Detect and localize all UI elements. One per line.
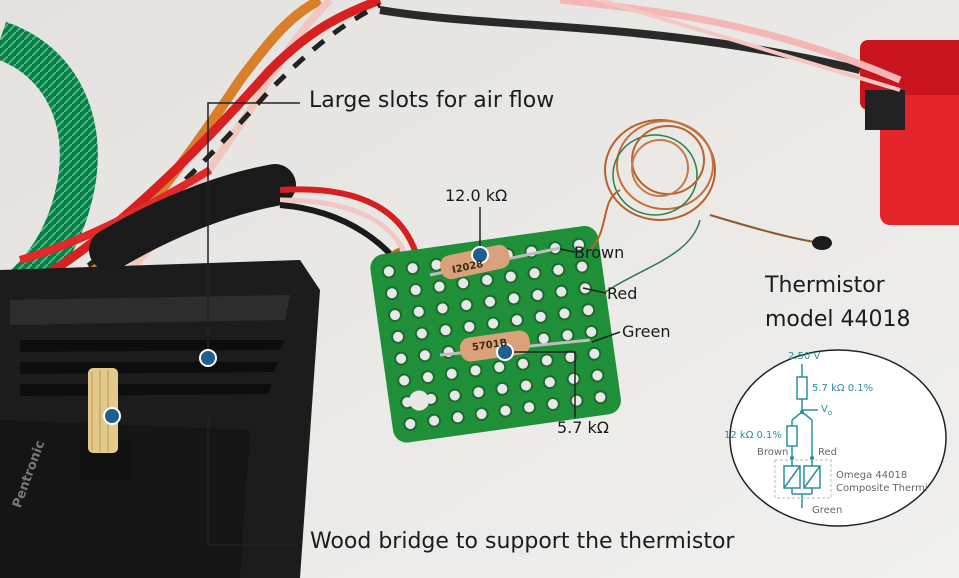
- red-connector: [860, 40, 959, 225]
- schem-r2: 12 kΩ 0.1%: [724, 430, 782, 441]
- pcb-pad: [566, 371, 581, 386]
- schem-supply: 2.50 V: [788, 351, 821, 362]
- pcb-pad: [492, 360, 507, 375]
- pcb-pad: [575, 259, 590, 274]
- pcb-pad: [554, 284, 569, 299]
- pcb-pad: [427, 413, 442, 428]
- pcb-pad: [590, 368, 605, 383]
- pcb-pad: [405, 261, 420, 276]
- label-thermistor-line1: Thermistor: [765, 273, 885, 298]
- pcb-pad: [527, 266, 542, 281]
- pcb-pad: [450, 410, 465, 425]
- pcb-pad: [462, 319, 477, 334]
- pcb-pad: [474, 406, 489, 421]
- wood-bridge: [88, 368, 118, 453]
- thermistor-coil: [589, 119, 816, 301]
- pcb-pad: [533, 309, 548, 324]
- pcb-pad: [432, 279, 447, 294]
- pcb-pad: [456, 276, 471, 291]
- label-wire-red: Red: [607, 284, 638, 303]
- schem-r1: 5.7 kΩ 0.1%: [812, 383, 874, 394]
- pcb-pad: [539, 353, 554, 368]
- pcb-pad: [498, 403, 513, 418]
- schem-part2: Composite Thermi: [836, 483, 928, 494]
- pcb-pad: [480, 272, 495, 287]
- pcb-pad: [560, 328, 575, 343]
- pcb-pad: [569, 393, 584, 408]
- schem-green: Green: [812, 505, 843, 516]
- schem-part1: Omega 44018: [836, 470, 908, 481]
- pcb-pad: [387, 308, 402, 323]
- pcb-pad: [403, 417, 418, 432]
- label-wire-brown: Brown: [574, 243, 625, 262]
- pcb-pad: [411, 304, 426, 319]
- pcb-pad: [420, 370, 435, 385]
- pcb-pad: [495, 381, 510, 396]
- pcb-pad: [486, 316, 501, 331]
- pcb-pad: [584, 324, 599, 339]
- pcb-pad: [435, 301, 450, 316]
- label-wire-green: Green: [622, 322, 671, 341]
- label-resistor-5k7: 5.7 kΩ: [557, 418, 610, 437]
- label-resistor-12k: 12.0 kΩ: [445, 186, 508, 205]
- pcb-pad: [506, 291, 521, 306]
- pcb-pad: [545, 396, 560, 411]
- label-wood-bridge: Wood bridge to support the thermistor: [310, 529, 735, 554]
- pcb-pad: [447, 388, 462, 403]
- pcb-pad: [394, 351, 409, 366]
- pcb-pad: [572, 237, 587, 252]
- pcb-pad: [483, 294, 498, 309]
- pcb-pad: [391, 329, 406, 344]
- pcb-pad: [459, 298, 474, 313]
- pcb-pad: [563, 350, 578, 365]
- pcb-pad: [417, 348, 432, 363]
- pcb-pad: [530, 288, 545, 303]
- pcb-pad: [408, 282, 423, 297]
- pcb-pad: [522, 400, 537, 415]
- pcb-pad: [503, 269, 518, 284]
- pcb-pad: [444, 366, 459, 381]
- pcb-pad: [397, 373, 412, 388]
- pcb-pad: [438, 323, 453, 338]
- pcb-pad: [384, 286, 399, 301]
- pcb-pad: [587, 346, 602, 361]
- schem-vo: Vo: [821, 404, 833, 417]
- pcb-pad: [581, 303, 596, 318]
- label-air-flow: Large slots for air flow: [309, 88, 555, 113]
- pcb-pad: [509, 313, 524, 328]
- schematic-diagram: [729, 349, 947, 527]
- black-enclosure: [0, 260, 320, 578]
- thermistor-bead: [812, 236, 832, 250]
- pcb-pad: [468, 363, 483, 378]
- pcb-pad: [519, 378, 534, 393]
- pcb-pad: [593, 390, 608, 405]
- pcb-pad: [557, 306, 572, 321]
- label-thermistor-line2: model 44018: [765, 307, 911, 332]
- pcb-pad: [542, 375, 557, 390]
- schem-brown: Brown: [757, 447, 789, 458]
- pcb-pad: [414, 326, 429, 341]
- pcb-pad: [441, 344, 456, 359]
- schem-red: Red: [818, 447, 837, 458]
- pcb-pad: [381, 264, 396, 279]
- pcb-pad: [516, 356, 531, 371]
- callout-lines: [112, 102, 621, 546]
- pcb-pad: [551, 262, 566, 277]
- callout-dots: [103, 246, 514, 425]
- pcb-pad: [471, 385, 486, 400]
